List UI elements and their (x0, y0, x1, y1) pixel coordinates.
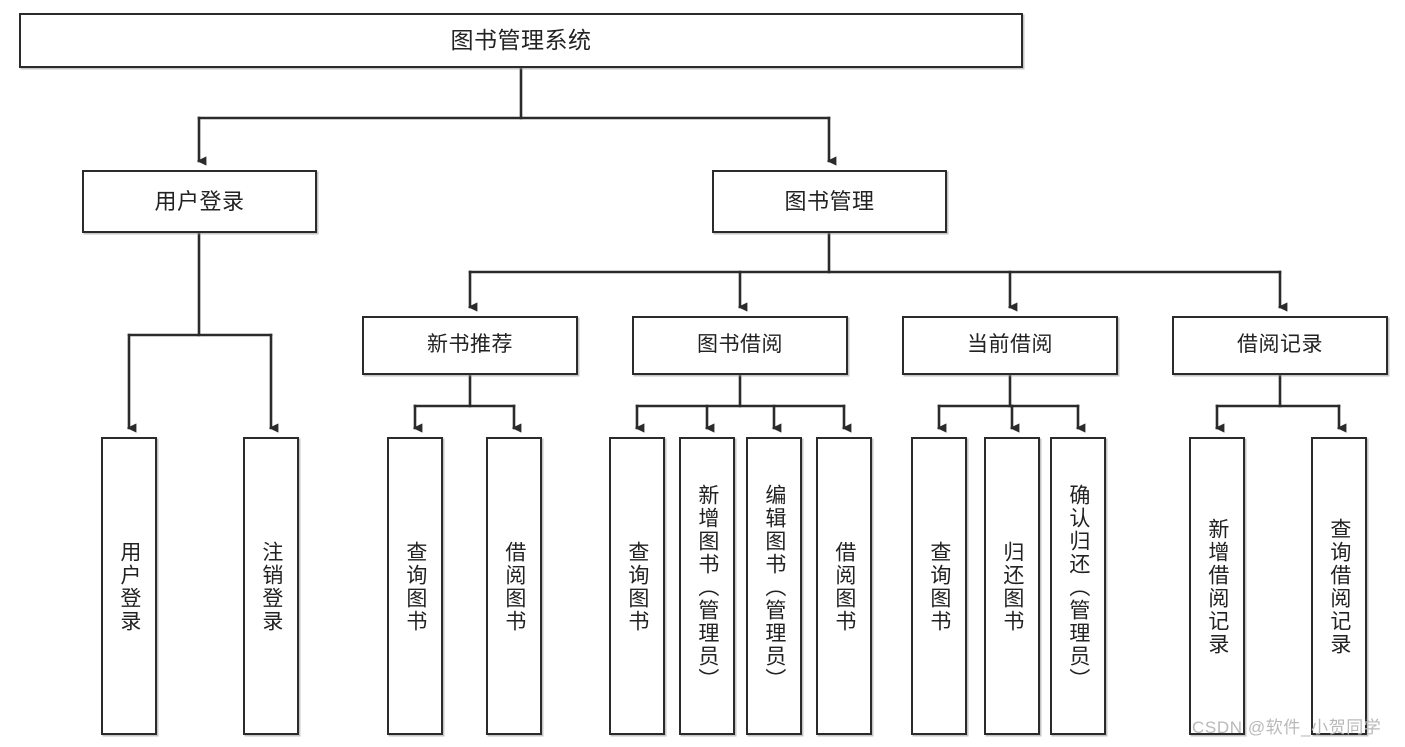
node-new-book-recommend-label: 新书推荐 (427, 333, 513, 357)
leaf-label: 新增图书（管理员） (695, 483, 719, 691)
leaf-label: 借阅图书 (832, 541, 856, 633)
node-current-borrow[interactable]: 当前借阅 (902, 316, 1118, 375)
leaf-label: 归还图书 (1000, 541, 1024, 633)
node-book-management[interactable]: 图书管理 (712, 170, 947, 233)
node-borrow-record-label: 借阅记录 (1237, 333, 1323, 357)
node-root[interactable]: 图书管理系统 (19, 13, 1023, 68)
node-borrow-record[interactable]: 借阅记录 (1172, 316, 1388, 375)
leaf-edit-book-admin[interactable]: 编辑图书（管理员） (746, 437, 802, 735)
leaf-label: 注销登录 (259, 541, 283, 633)
leaf-label: 新增借阅记录 (1205, 518, 1229, 656)
leaf-query-book-current[interactable]: 查询图书 (911, 437, 967, 735)
node-new-book-recommend[interactable]: 新书推荐 (362, 316, 578, 375)
leaf-query-book-borrow[interactable]: 查询图书 (609, 437, 665, 735)
node-user-login[interactable]: 用户登录 (82, 170, 317, 233)
node-user-login-label: 用户登录 (154, 188, 245, 214)
node-book-borrow[interactable]: 图书借阅 (632, 316, 848, 375)
leaf-confirm-return-admin[interactable]: 确认归还（管理员） (1050, 437, 1106, 735)
leaf-label: 查询图书 (625, 541, 649, 633)
leaf-label: 查询借阅记录 (1327, 518, 1351, 656)
csdn-watermark: CSDN @软件_小贺同学 (1192, 718, 1382, 737)
leaf-add-borrow-record[interactable]: 新增借阅记录 (1189, 437, 1245, 735)
leaf-query-borrow-record[interactable]: 查询借阅记录 (1311, 437, 1367, 735)
leaf-user-login[interactable]: 用户登录 (101, 437, 157, 735)
leaf-return-book[interactable]: 归还图书 (984, 437, 1040, 735)
leaf-label: 确认归还（管理员） (1066, 483, 1090, 691)
leaf-label: 借阅图书 (502, 541, 526, 633)
node-current-borrow-label: 当前借阅 (967, 333, 1053, 357)
leaf-borrow-book[interactable]: 借阅图书 (816, 437, 872, 735)
leaf-borrow-book-new[interactable]: 借阅图书 (486, 437, 542, 735)
leaf-logout[interactable]: 注销登录 (243, 437, 299, 735)
leaf-label: 编辑图书（管理员） (762, 483, 786, 691)
node-root-label: 图书管理系统 (450, 26, 592, 53)
leaf-label: 查询图书 (927, 541, 951, 633)
leaf-query-book-new[interactable]: 查询图书 (387, 437, 443, 735)
leaf-label: 用户登录 (117, 541, 141, 633)
node-book-management-label: 图书管理 (784, 188, 875, 214)
leaf-add-book-admin[interactable]: 新增图书（管理员） (679, 437, 735, 735)
node-book-borrow-label: 图书借阅 (697, 333, 783, 357)
leaf-label: 查询图书 (403, 541, 427, 633)
